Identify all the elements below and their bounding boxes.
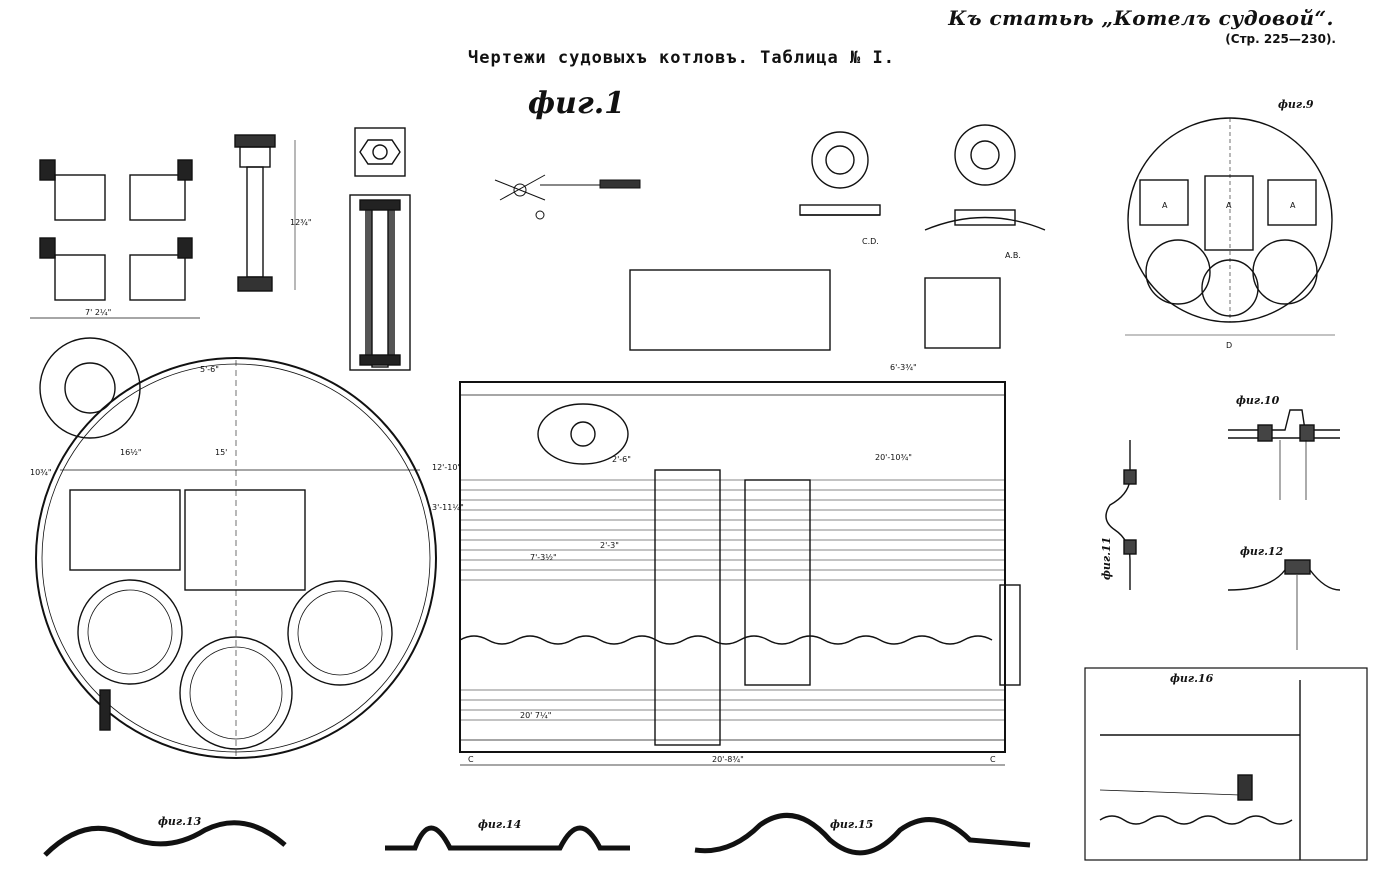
fig12-joint: фиг.12	[1227, 545, 1341, 650]
fig9-cross-section: фиг.9 A A A D	[1125, 98, 1335, 350]
dim-label: 7'-3½"	[530, 553, 557, 562]
fig13-label: фиг.13	[158, 815, 202, 828]
fig9-a1: A	[1162, 201, 1168, 210]
dim-label: 7' 2¼"	[85, 308, 111, 317]
fig14-label: фиг.14	[478, 818, 521, 831]
fig9-a3: A	[1290, 201, 1296, 210]
dim-label: 3'-11¼"	[432, 503, 464, 512]
header-pages: (Стр. 225—230).	[1225, 32, 1336, 46]
bolt-detail	[234, 134, 296, 292]
fig16-furnace-section: фиг.16	[1084, 667, 1368, 861]
dim-label: 20'-8¾"	[712, 755, 744, 764]
section-label-cd: C.D.	[862, 237, 879, 246]
dim-label: 5'-6"	[200, 365, 219, 374]
boiler-side-view: 20'-8¾" 20'-10¾" 20' 7¼" 7'-3½" 2'-6" 12…	[290, 218, 1021, 766]
dim-label: 2'-6"	[612, 455, 631, 464]
plate-title: Чертежи судовыхъ котловъ. Таблица № I.	[468, 48, 895, 68]
dim-label: 12¾"	[290, 218, 312, 227]
fig1-label: фиг.1	[528, 86, 626, 121]
dim-label: 2'-3"	[600, 541, 619, 550]
section-label-c-left: C	[468, 755, 474, 764]
nut-stay-detail	[349, 127, 411, 371]
boiler-front-view: 16½" 15' 5'-6" 10¾"	[30, 337, 437, 760]
fig13-profile: фиг.13	[43, 815, 287, 857]
dim-label: 12'-10"	[432, 463, 461, 472]
dim-label: 20' 7¼"	[520, 711, 551, 720]
dim-label: 20'-10¾"	[875, 453, 912, 462]
fig9-a2: A	[1226, 201, 1232, 210]
fig10-joint: фиг.10	[1228, 394, 1340, 500]
fig14-profile: фиг.14	[385, 818, 630, 851]
fig9-d: D	[1226, 341, 1232, 350]
fig9-label: фиг.9	[1278, 98, 1314, 111]
fig15-label: фиг.15	[830, 818, 873, 831]
stay-tube-details: 7' 2¼"	[30, 159, 200, 319]
lever-mechanism	[494, 174, 641, 220]
dim-label: 6'-3¾"	[890, 363, 917, 372]
dim-label: 16½"	[120, 448, 142, 457]
fig15-profile: фиг.15	[694, 812, 1031, 856]
fig16-label: фиг.16	[1170, 672, 1214, 685]
section-label-c-right: C	[990, 755, 996, 764]
header-reference: Къ статьѣ „Котелъ судовой“.	[948, 6, 1334, 30]
fig11-label: фиг.11	[1100, 537, 1113, 580]
dim-label: 10¾"	[30, 468, 52, 477]
fig10-label: фиг.10	[1236, 394, 1280, 407]
fig11-corrugation: фиг.11	[1100, 440, 1137, 590]
fig12-label: фиг.12	[1240, 545, 1284, 558]
valve-details: C.D. A.B.	[799, 124, 1046, 260]
dim-label: 15'	[215, 448, 227, 457]
section-label-ab: A.B.	[1005, 251, 1021, 260]
